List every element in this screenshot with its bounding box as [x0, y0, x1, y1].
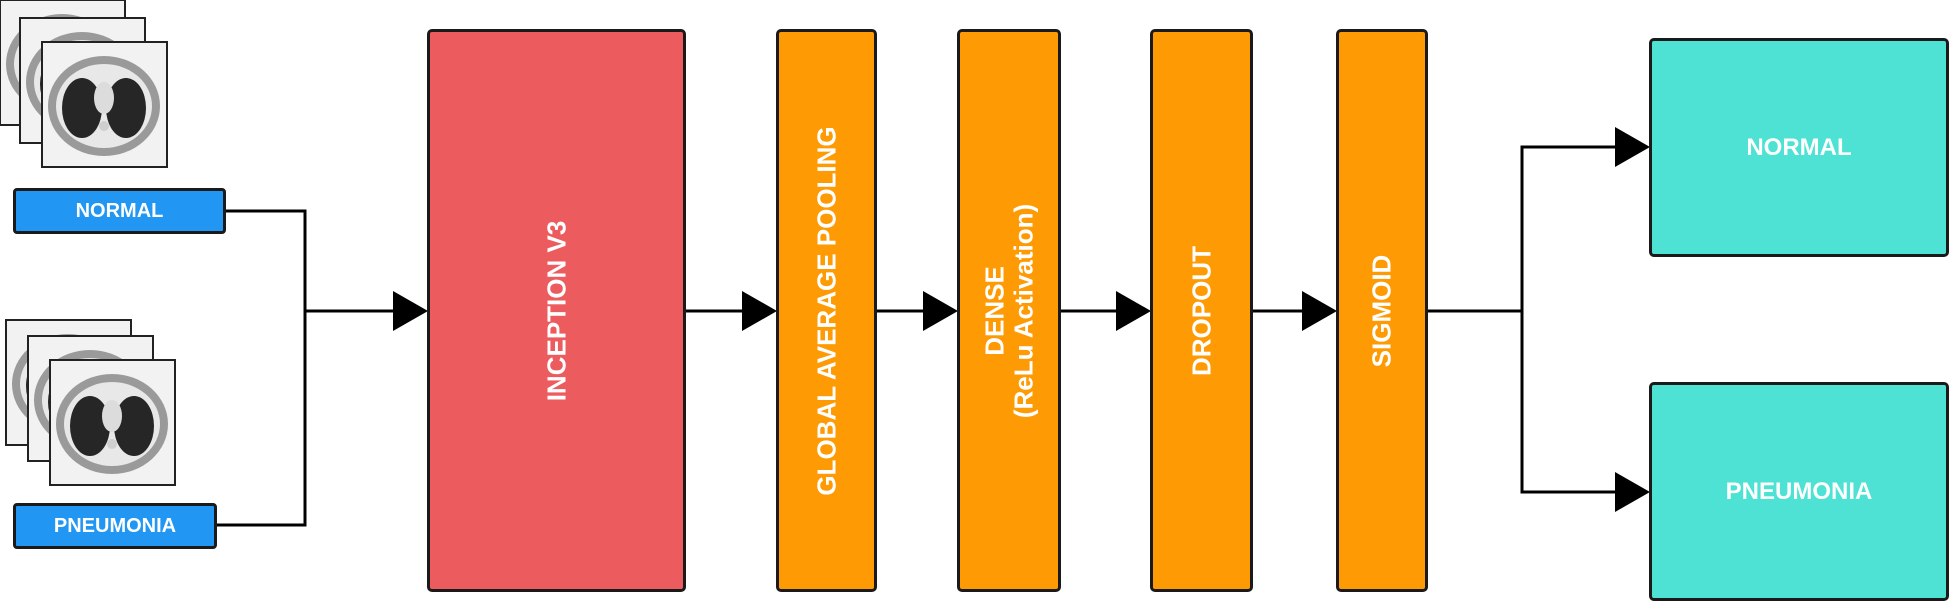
output-bracket-connector — [1520, 145, 1617, 494]
global-average-pooling-block: GLOBAL AVERAGE POOLING — [776, 29, 877, 592]
pneumonia-scan-image — [49, 359, 176, 486]
normal-scan-stack — [0, 0, 168, 168]
normal-scan-image — [41, 41, 168, 168]
inception-v3-block: INCEPTION V3 — [427, 29, 686, 592]
dropout-block: DROPOUT — [1150, 29, 1253, 592]
arrowhead-icon — [1615, 472, 1650, 512]
input-label-normal: NORMAL — [13, 188, 226, 234]
input-label-pneumonia-text: PNEUMONIA — [53, 514, 177, 537]
arrowheads — [393, 127, 1650, 512]
sigmoid-label: SIGMOID — [1366, 254, 1397, 367]
arrowhead-icon — [1615, 127, 1650, 167]
sigmoid-block: SIGMOID — [1336, 29, 1428, 592]
global-average-pooling-label: GLOBAL AVERAGE POOLING — [811, 125, 842, 496]
arrowhead-icon — [742, 291, 777, 331]
output-normal-label: NORMAL — [1746, 133, 1852, 161]
inception-v3-label: INCEPTION V3 — [541, 220, 572, 401]
connectors — [217, 145, 1617, 527]
input-label-pneumonia: PNEUMONIA — [13, 503, 217, 549]
dense-label: DENSE (ReLu Activation) — [979, 203, 1038, 418]
dense-block: DENSE (ReLu Activation) — [957, 29, 1061, 592]
arrowhead-icon — [1116, 291, 1151, 331]
arrowhead-icon — [393, 291, 428, 331]
dense-title: DENSE — [979, 265, 1010, 356]
arrowhead-icon — [923, 291, 958, 331]
output-pneumonia-label: PNEUMONIA — [1725, 477, 1873, 505]
input-bracket-connector — [217, 209, 307, 527]
dense-activation: (ReLu Activation) — [1008, 203, 1038, 418]
dropout-label: DROPOUT — [1186, 245, 1217, 376]
arrowhead-icon — [1302, 291, 1337, 331]
output-pneumonia-block: PNEUMONIA — [1649, 382, 1949, 601]
input-label-normal-text: NORMAL — [75, 199, 164, 222]
output-normal-block: NORMAL — [1649, 38, 1949, 257]
pneumonia-scan-stack — [5, 319, 176, 486]
